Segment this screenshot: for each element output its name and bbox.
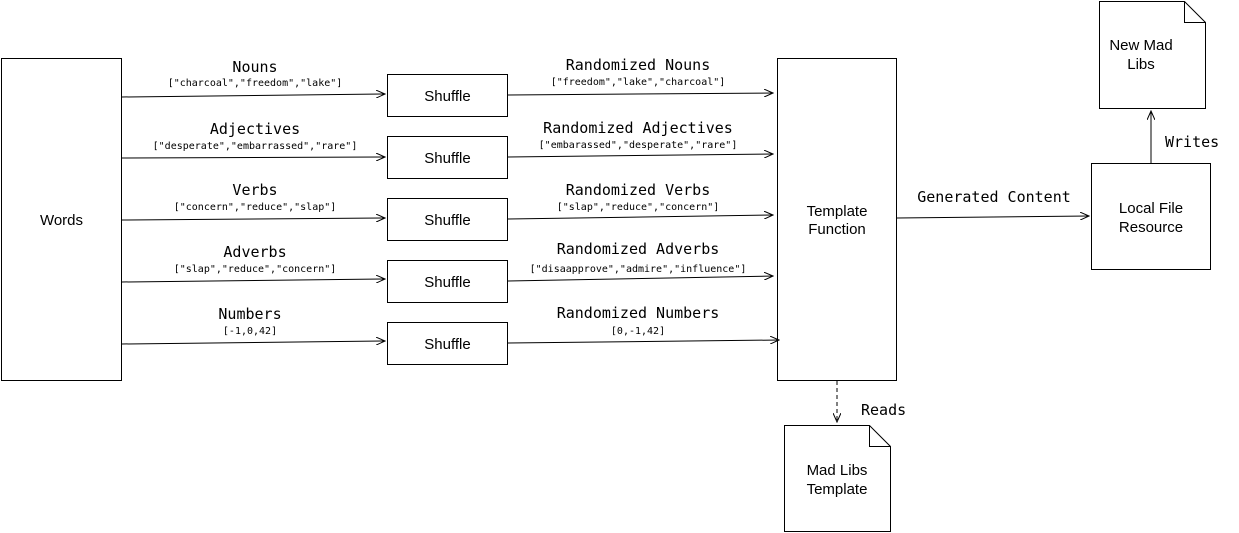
shuffle-label-numbers: Shuffle: [424, 336, 470, 353]
generated-content-edge: [896, 216, 1089, 218]
adverbs-edge-label: Adverbs: [223, 243, 286, 261]
randomized-adjectives-edge-label: Randomized Adjectives: [543, 119, 733, 137]
row-adverbs: Adverbs ["slap","reduce","concern"] Shuf…: [121, 240, 773, 303]
verbs-edge-values: ["concern","reduce","slap"]: [174, 202, 337, 213]
randomized-nouns-edge: [507, 93, 773, 95]
words-node: Words: [1, 58, 122, 381]
randomized-adjectives-edge-values: ["embarassed","desperate","rare"]: [539, 140, 738, 151]
adjectives-edge-values: ["desperate","embarrassed","rare"]: [153, 141, 358, 152]
mad-libs-template-label-line2: Template: [807, 481, 868, 498]
shuffle-label-adverbs: Shuffle: [424, 274, 470, 291]
row-numbers: Numbers [-1,0,42] Shuffle Randomized Num…: [121, 304, 779, 365]
writes-edge-label: Writes: [1165, 133, 1219, 151]
adverbs-edge-values: ["slap","reduce","concern"]: [174, 264, 337, 275]
template-function-label-line1: Template: [807, 203, 868, 220]
randomized-numbers-edge-label: Randomized Numbers: [557, 304, 720, 322]
randomized-adverbs-edge-values: ["disaapprove","admire","influence"]: [530, 264, 747, 275]
mad-libs-template-label-line1: Mad Libs: [807, 462, 868, 479]
randomized-verbs-edge-label: Randomized Verbs: [566, 181, 711, 199]
shuffle-box-nouns: [387, 74, 508, 117]
randomized-adverbs-edge-label: Randomized Adverbs: [557, 240, 720, 258]
shuffle-box-adjectives: [387, 136, 508, 179]
template-function-node: Template Function: [777, 58, 897, 381]
verbs-edge: [121, 218, 385, 220]
generated-content-connection: Generated Content: [896, 188, 1089, 218]
randomized-numbers-edge: [507, 340, 779, 343]
randomized-adverbs-edge: [507, 276, 773, 282]
reads-connection: Reads: [837, 381, 906, 422]
reads-edge-label: Reads: [861, 401, 906, 419]
numbers-edge-values: [-1,0,42]: [223, 326, 277, 337]
shuffle-box-verbs: [387, 198, 508, 241]
template-function-label-line2: Function: [808, 221, 866, 238]
numbers-edge: [121, 341, 385, 344]
local-file-resource-node: Local File Resource: [1091, 163, 1211, 270]
row-verbs: Verbs ["concern","reduce","slap"] Shuffl…: [121, 181, 773, 241]
nouns-edge: [121, 94, 385, 97]
adjectives-edge: [121, 157, 385, 158]
new-mad-libs-label-line1: New Mad: [1109, 37, 1172, 54]
words-label: Words: [40, 212, 83, 229]
mad-libs-template-document: Mad Libs Template: [784, 425, 891, 532]
randomized-numbers-edge-values: [0,-1,42]: [611, 326, 665, 337]
shuffle-box-adverbs: [387, 260, 508, 303]
randomized-adjectives-edge: [507, 154, 773, 157]
row-adjectives: Adjectives ["desperate","embarrassed","r…: [121, 119, 773, 179]
row-nouns: Nouns ["charcoal","freedom","lake"] Shuf…: [121, 56, 773, 117]
shuffle-label-adjectives: Shuffle: [424, 150, 470, 167]
adverbs-edge: [121, 279, 385, 282]
shuffle-label-nouns: Shuffle: [424, 88, 470, 105]
randomized-nouns-edge-label: Randomized Nouns: [566, 56, 711, 74]
numbers-edge-label: Numbers: [218, 305, 281, 323]
new-mad-libs-document: New Mad Libs: [1099, 1, 1206, 109]
randomized-verbs-edge: [507, 215, 773, 220]
randomized-verbs-edge-values: ["slap","reduce","concern"]: [557, 202, 720, 213]
local-file-resource-label-line2: Resource: [1119, 219, 1183, 236]
shuffle-label-verbs: Shuffle: [424, 212, 470, 229]
nouns-edge-values: ["charcoal","freedom","lake"]: [168, 78, 343, 89]
writes-connection: Writes: [1151, 111, 1219, 163]
nouns-edge-label: Nouns: [232, 58, 277, 76]
new-mad-libs-label-line2: Libs: [1127, 56, 1155, 73]
local-file-resource-label-line1: Local File: [1119, 200, 1183, 217]
verbs-edge-label: Verbs: [232, 181, 277, 199]
generated-content-edge-label: Generated Content: [917, 188, 1071, 206]
adjectives-edge-label: Adjectives: [210, 120, 300, 138]
shuffle-box-numbers: [387, 322, 508, 365]
randomized-nouns-edge-values: ["freedom","lake","charcoal"]: [551, 77, 726, 88]
